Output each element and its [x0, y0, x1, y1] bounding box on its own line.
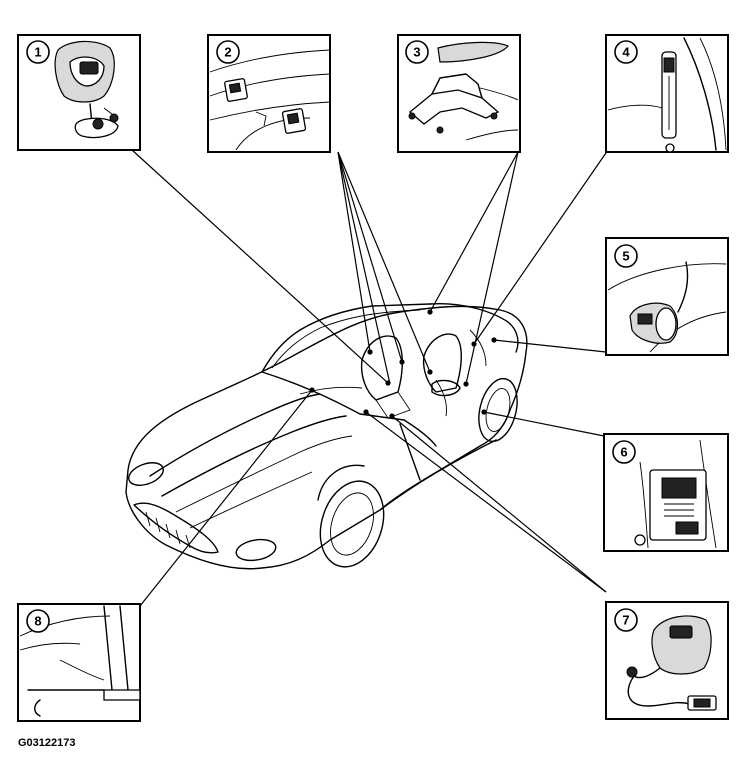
detail-panel-4: 4 — [605, 34, 729, 153]
callout-number-3: 3 — [413, 45, 420, 60]
car-illustration — [125, 302, 528, 570]
panel-6-illustration — [634, 439, 717, 549]
callout-badge-8: 8 — [26, 609, 50, 633]
callout-number-8: 8 — [34, 614, 41, 629]
panel-8-illustration — [19, 605, 141, 717]
panel-1-illustration — [54, 40, 119, 139]
callout-badge-4: 4 — [614, 40, 638, 64]
detail-panel-8: 8 — [17, 603, 141, 722]
leader-lines — [131, 149, 609, 607]
panel-4-illustration — [607, 37, 727, 153]
callout-number-5: 5 — [622, 249, 629, 264]
callout-number-1: 1 — [34, 45, 41, 60]
callout-badge-7: 7 — [614, 608, 638, 632]
callout-badge-6: 6 — [612, 440, 636, 464]
detail-panel-2: 2 — [207, 34, 331, 153]
detail-panel-1: 1 — [17, 34, 141, 151]
detail-panel-3: 3 — [397, 34, 521, 153]
figure-code: G03122173 — [18, 737, 76, 749]
panel-5-illustration — [607, 261, 727, 353]
panel-7-illustration — [626, 615, 717, 711]
panel-3-illustration — [408, 41, 519, 141]
callout-number-6: 6 — [620, 445, 627, 460]
callout-number-4: 4 — [622, 45, 630, 60]
callout-badge-1: 1 — [26, 40, 50, 64]
detail-panel-5: 5 — [605, 237, 729, 356]
panel-2-illustration — [209, 49, 331, 151]
callout-number-7: 7 — [622, 613, 629, 628]
detail-panel-6: 6 — [603, 433, 729, 552]
callout-badge-5: 5 — [614, 244, 638, 268]
callout-number-2: 2 — [224, 45, 231, 60]
callout-badge-3: 3 — [405, 40, 429, 64]
callout-badge-2: 2 — [216, 40, 240, 64]
detail-panel-7: 7 — [605, 601, 729, 720]
